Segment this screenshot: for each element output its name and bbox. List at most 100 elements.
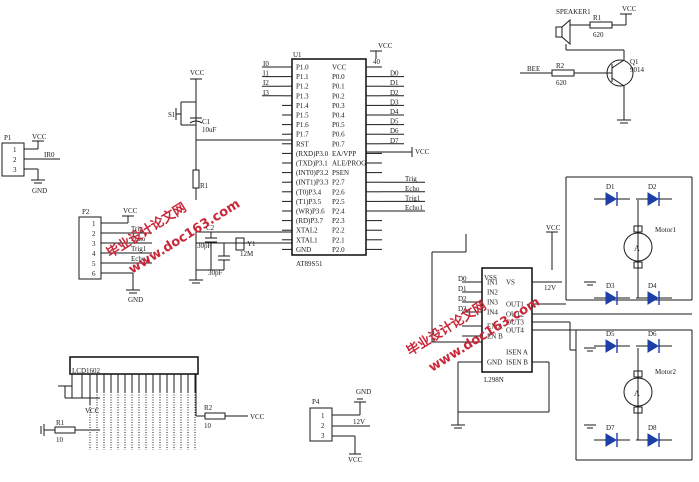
l298n-left-pin: IN3 xyxy=(487,299,498,307)
crystal-circuit: C2 30pF 30pF Y1 12M xyxy=(189,224,292,284)
mcu-right-pin-label: PSEN xyxy=(332,169,349,177)
mcu-right-net: D7 xyxy=(390,137,399,145)
diode-label: D2 xyxy=(648,183,657,191)
buzzer-r2-label: R2 xyxy=(556,62,565,70)
mcu-left-pin-label: P1.5 xyxy=(296,112,309,120)
p2-pin: 6 xyxy=(92,270,96,278)
p2-gnd: GND xyxy=(128,296,143,304)
motor2-symbol: A xyxy=(634,389,640,398)
mcu-left-net: I0 xyxy=(263,60,269,68)
mcu-left-pin-label: (T0)P3.4 xyxy=(296,188,322,196)
reset-circuit: VCC S1 C1 10uF R1 xyxy=(168,69,292,200)
p1-connector: P1 1 2 3 VCC IR0 GND xyxy=(1,133,60,195)
l298n-right-pin: OUT1 xyxy=(506,301,524,309)
p4-pin-1: 1 xyxy=(321,412,325,420)
diode-label: D3 xyxy=(606,282,615,290)
mcu-right-pin-label: EA/VPP xyxy=(332,150,356,158)
p2-pin: 4 xyxy=(92,250,96,258)
mcu-right-net: D3 xyxy=(390,98,399,106)
l298n-left-pin: IN2 xyxy=(487,289,498,297)
mcu-right-pin-label: P0.6 xyxy=(332,131,345,139)
mcu-left-pin-label: (RD)P3.7 xyxy=(296,217,324,225)
p1-net: IR0 xyxy=(44,151,55,159)
p1-ref: P1 xyxy=(4,134,12,142)
c1-label: C1 xyxy=(202,118,211,126)
mcu-right-pin-label: P2.5 xyxy=(332,198,345,206)
mcu-p2-net: Trig1 xyxy=(405,194,421,202)
ea-vcc: VCC xyxy=(415,148,430,156)
mcu-p2-net: Trig xyxy=(405,175,417,183)
l298n-right-pin: OUT2 xyxy=(506,311,524,319)
mcu-left-pin-label: RST xyxy=(296,140,310,148)
lcd-vcc: VCC xyxy=(85,407,100,415)
mcu-right-net: D1 xyxy=(390,79,399,87)
y1-value: 12M xyxy=(240,250,254,258)
mcu-block: U1 AT89S51 P1.0P1.1P1.2P1.3P1.4P1.5P1.6P… xyxy=(262,42,430,268)
l298n-right-pin: VS xyxy=(506,279,515,287)
p4-vcc: VCC xyxy=(348,456,363,464)
diode-symbol xyxy=(605,291,617,305)
lcd-block: LCD1602 VCC R1 10 R2 10 VCC xyxy=(40,356,265,450)
l298n-right-pin: ISEN B xyxy=(506,359,528,367)
mcu-right-pin-label: P0.3 xyxy=(332,102,345,110)
diode-label: D1 xyxy=(606,183,615,191)
mcu-right-pin-label: P0.5 xyxy=(332,121,345,129)
mcu-left-pin-label: P1.0 xyxy=(296,64,309,72)
mcu-right-pin-label: P0.2 xyxy=(332,92,345,100)
mcu-left-pin-label: P1.1 xyxy=(296,73,309,81)
mcu-left-pin-label: (RXD)P3.0 xyxy=(296,150,329,158)
motor2-label: Motor2 xyxy=(655,368,677,376)
mcu-right-pin-label: P2.1 xyxy=(332,236,345,244)
buzzer-r1-label: R1 xyxy=(593,14,602,22)
motor1-symbol: A xyxy=(634,244,640,253)
p4-12v: 12V xyxy=(353,418,365,426)
mcu-p2-net: Echo xyxy=(405,185,420,193)
c3-value: 30pF xyxy=(208,269,223,277)
p2-pin: 5 xyxy=(92,260,96,268)
p2-pin: 3 xyxy=(92,240,96,248)
s1-label: S1 xyxy=(168,111,176,119)
mcu-left-pin-label: (TXD)P3.1 xyxy=(296,160,328,168)
lcd-ref: LCD1602 xyxy=(72,367,101,375)
mcu-left-pin-label: (INT0)P3.2 xyxy=(296,169,329,177)
p2-net-1: Trig xyxy=(131,225,143,233)
c2-value: 30pF xyxy=(197,242,212,250)
lcd-r2-value: 10 xyxy=(204,422,212,430)
mcu-left-pin-label: XTAL1 xyxy=(296,236,318,244)
mcu-right-net: D0 xyxy=(390,70,399,78)
p1-gnd: GND xyxy=(32,187,47,195)
c1-value: 10uF xyxy=(202,126,217,134)
q1-value: 9014 xyxy=(630,66,645,74)
mcu-right-pins: VCCP0.0P0.1P0.2P0.3P0.4P0.5P0.6P0.7EA/VP… xyxy=(332,64,382,254)
mcu-right-pin-label: P2.2 xyxy=(332,227,345,235)
mcu-right-pin-label: P0.4 xyxy=(332,112,345,120)
buzzer-r1-value: 620 xyxy=(593,31,604,39)
p2-vcc: VCC xyxy=(123,207,138,215)
lcd-r1-label: R1 xyxy=(56,419,65,427)
diode-symbol xyxy=(605,339,617,353)
mcu-left-pin-label: P1.2 xyxy=(296,83,309,91)
mcu-right-pin-label: P0.0 xyxy=(332,73,345,81)
mcu-left-pin-label: P1.3 xyxy=(296,92,309,100)
diode-label: D7 xyxy=(606,424,615,432)
p2-pin: 1 xyxy=(92,220,96,228)
p1-pin-1: 1 xyxy=(13,146,17,154)
l298n-vss: VSS xyxy=(484,274,497,282)
mcu-right-net: D4 xyxy=(390,108,399,116)
buzzer-vcc: VCC xyxy=(622,5,637,13)
mcu-right-net: D2 xyxy=(390,89,399,97)
diode-label: D6 xyxy=(648,330,657,338)
p1-vcc: VCC xyxy=(32,133,47,141)
l298n-net: D2 xyxy=(458,295,467,303)
diode-symbol xyxy=(647,291,659,305)
mcu-left-pin-label: GND xyxy=(296,246,311,254)
l298n-left-pin: IN4 xyxy=(487,309,498,317)
mcu-right-net: D6 xyxy=(390,127,399,135)
mcu-right-pin-label: ALE/PROG xyxy=(332,160,366,168)
mcu-right-pin-label: P2.7 xyxy=(332,179,345,187)
